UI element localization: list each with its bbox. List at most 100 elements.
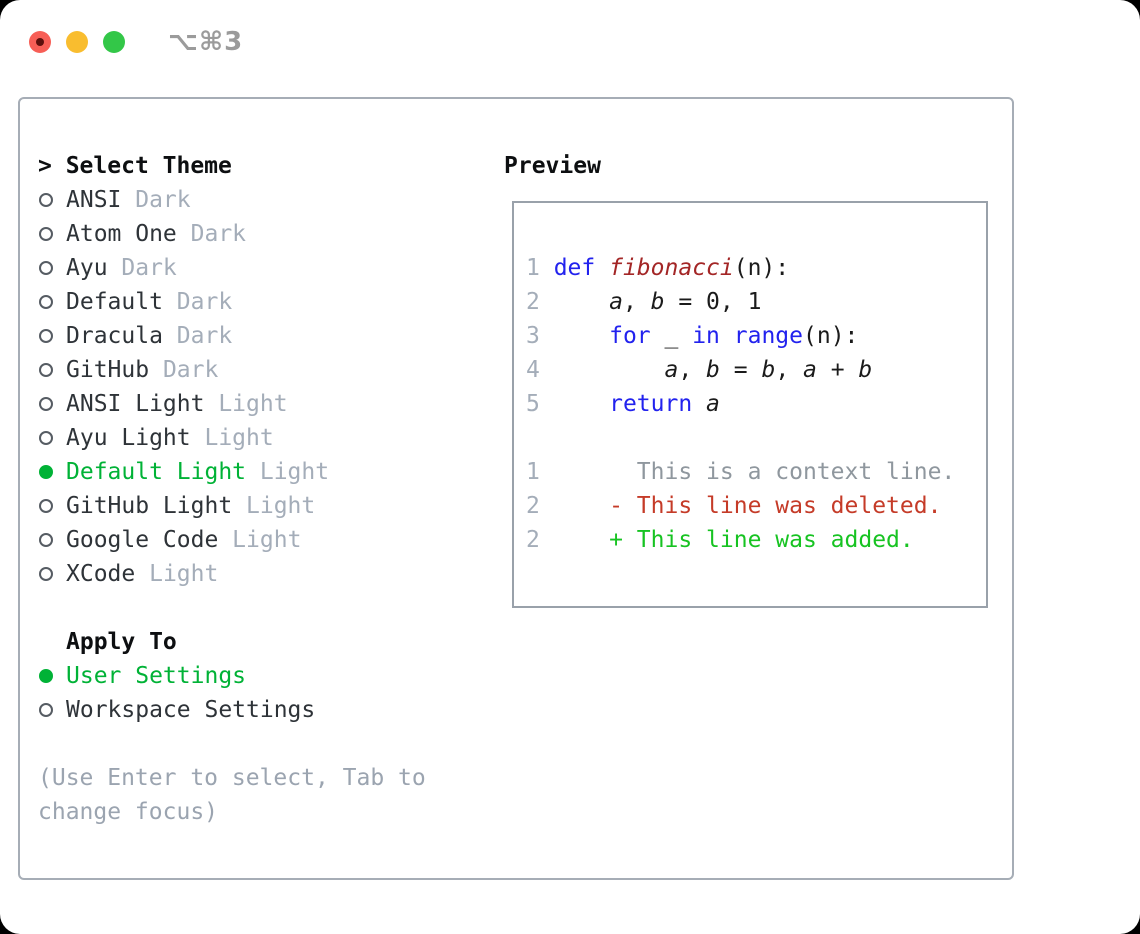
option-variant-tag: Light [135, 561, 219, 587]
code-segment [554, 323, 609, 349]
code-segment: b [761, 357, 776, 383]
apply-to-header: Apply To [66, 629, 177, 655]
select-theme-header-label: Select Theme [65, 153, 232, 179]
option-label: GitHub Light [66, 493, 233, 519]
code-segment: a [706, 391, 720, 417]
option-variant-tag: Dark [121, 187, 191, 213]
option-label: Dracula [66, 323, 163, 349]
line-number: 4 [526, 357, 554, 383]
theme-option-default-light[interactable]: Default Light Light [38, 455, 504, 489]
option-variant-tag: Light [204, 391, 288, 417]
close-button[interactable] [29, 31, 51, 53]
radio-icon [39, 431, 53, 445]
line-number: 1 [526, 255, 554, 281]
code-segment: b [858, 357, 873, 383]
code-segment: + This line was added. [539, 527, 914, 553]
code-segment: fibonacci [609, 255, 734, 281]
option-variant-tag: Dark [176, 221, 247, 247]
theme-option-github-light[interactable]: GitHub Light Light [38, 489, 504, 523]
line-number: 2 [526, 493, 540, 519]
option-label: User Settings [66, 663, 247, 689]
code-segment: , [775, 357, 804, 383]
code-line: 1 This is a context line. [526, 455, 986, 489]
code-segment: for [609, 323, 651, 349]
radio-selected-icon [39, 669, 53, 683]
option-variant-tag: Light [218, 527, 302, 553]
record-dot-icon [36, 38, 44, 46]
help-line-1: (Use Enter to select, Tab to [38, 765, 426, 791]
code-segment [554, 357, 665, 383]
radio-icon [39, 329, 53, 343]
code-segment: a [609, 289, 623, 315]
code-line: 1 def fibonacci(n): [526, 251, 986, 285]
radio-icon [39, 295, 53, 309]
theme-option-ayu-light[interactable]: Ayu Light Light [38, 421, 504, 455]
radio-icon [39, 397, 53, 411]
option-label: GitHub [66, 357, 150, 383]
code-segment: in [692, 323, 720, 349]
code-segment [692, 391, 706, 417]
code-segment: , [678, 357, 707, 383]
code-segment: + [816, 357, 859, 383]
theme-option-atom-one[interactable]: Atom One Dark [38, 217, 504, 251]
option-label: Default Light [66, 459, 247, 485]
preview-header: Preview [504, 153, 601, 179]
option-label: Workspace Settings [66, 697, 316, 723]
cursor-glyph: > [38, 153, 66, 179]
option-label: ANSI Light [66, 391, 205, 417]
theme-option-ansi[interactable]: ANSI Dark [38, 183, 504, 217]
line-number: 5 [526, 391, 554, 417]
code-line: 2 a, b = 0, 1 [526, 285, 986, 319]
theme-option-github[interactable]: GitHub Dark [38, 353, 504, 387]
code-segment: range [733, 323, 803, 349]
theme-option-google-code[interactable]: Google Code Light [38, 523, 504, 557]
line-number: 3 [526, 323, 554, 349]
select-theme-header: > Select Theme [38, 149, 504, 183]
option-label: Default [66, 289, 163, 315]
window-title: ⌥⌘3 [168, 27, 244, 57]
option-variant-tag: Dark [107, 255, 177, 281]
code-segment: (n): [803, 323, 859, 349]
line-number: 2 [526, 527, 540, 553]
radio-icon [39, 567, 53, 581]
code-segment: b [650, 289, 665, 315]
radio-icon [39, 261, 53, 275]
code-line: 4 a, b = b, a + b [526, 353, 986, 387]
code-segment [554, 289, 609, 315]
maximize-button[interactable] [103, 31, 125, 53]
code-segment [595, 255, 609, 281]
theme-option-ansi-light[interactable]: ANSI Light Light [38, 387, 504, 421]
code-segment: This is a context line. [539, 459, 956, 485]
theme-option-default[interactable]: Default Dark [38, 285, 504, 319]
code-segment: (n): [733, 255, 790, 281]
option-variant-tag: Dark [162, 323, 233, 349]
radio-icon [39, 703, 53, 717]
line-number: 2 [526, 289, 554, 315]
help-line-2: change focus) [38, 799, 219, 825]
apply-option-workspace-settings[interactable]: Workspace Settings [38, 693, 504, 727]
option-variant-tag: Light [246, 459, 330, 485]
code-segment: a [664, 357, 679, 383]
code-segment: b [706, 357, 720, 383]
option-label: Google Code [66, 527, 219, 553]
option-label: Ayu [66, 255, 108, 281]
code-line: 3 for _ in range(n): [526, 319, 986, 353]
option-variant-tag: Dark [162, 289, 233, 315]
option-label: Ayu Light [66, 425, 191, 451]
theme-option-ayu[interactable]: Ayu Dark [38, 251, 504, 285]
option-label: ANSI [66, 187, 122, 213]
spacer [38, 591, 504, 625]
radio-icon [39, 533, 53, 547]
theme-option-xcode[interactable]: XCode Light [38, 557, 504, 591]
theme-option-dracula[interactable]: Dracula Dark [38, 319, 504, 353]
minimize-button[interactable] [66, 31, 88, 53]
code-segment [720, 323, 734, 349]
code-segment: a [803, 357, 817, 383]
radio-icon [39, 499, 53, 513]
apply-option-user-settings[interactable]: User Settings [38, 659, 504, 693]
